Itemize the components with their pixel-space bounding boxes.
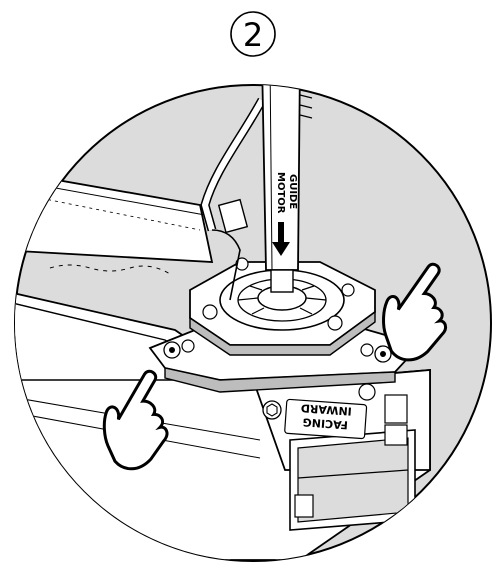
rail-label: FACING INWARD [284,398,368,440]
pointing-hand-icon [102,369,169,471]
detail-view: FACING INWARD [14,84,492,562]
step-number-circle [230,11,276,57]
bracket-screws [163,339,392,363]
pointing-hand-icon [382,262,448,362]
motor-head [189,257,376,356]
tool-label-line2: GUIDE [287,174,298,209]
step-number-badge: 2 [230,11,276,57]
hex-screw [262,400,282,420]
rail-label-line1: FACING [302,415,348,431]
motor-cable [200,97,266,301]
rail-label-line2: INWARD [300,401,352,418]
down-arrow-icon [272,222,290,256]
adjustment-tool: MOTOR GUIDE [261,85,313,293]
step-number: 2 [243,16,263,54]
rail-marker [358,383,376,401]
tool-label-line1: MOTOR [275,172,286,214]
